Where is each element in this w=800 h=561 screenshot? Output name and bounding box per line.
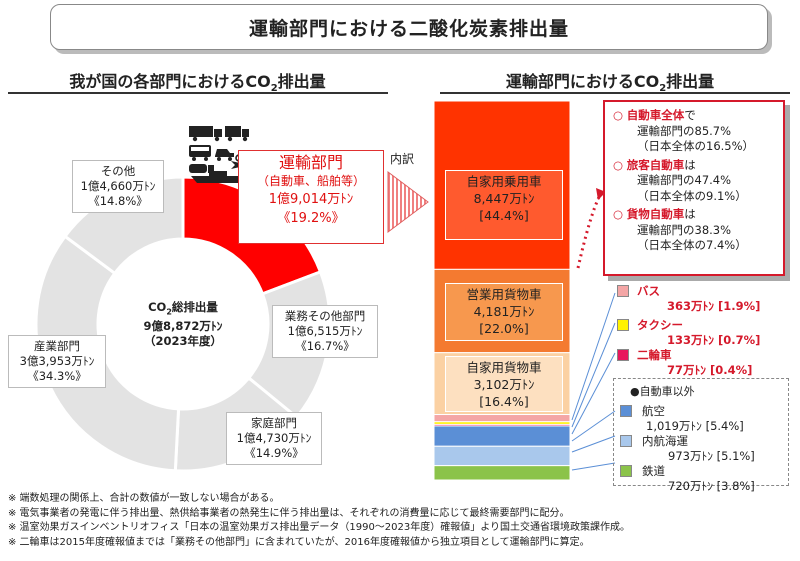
- footnote: ※ 電気事業者の発電に伴う排出量、熱供給事業者の熱発生に伴う排出量は、それぞれの…: [8, 507, 570, 519]
- legend-item-bus: バス 363万ﾄﾝ [1.9%]: [617, 284, 787, 318]
- left-chart-heading: 我が国の各部門におけるCO2排出量: [69, 72, 326, 95]
- callout-arrow: [576, 194, 602, 269]
- donut-center-total: 9億8,872万ﾄﾝ: [143, 319, 223, 334]
- stack-label-commercial-truck: 営業用貨物車 4,181万ﾄﾝ [22.0%]: [445, 283, 563, 341]
- label-business-pct: 《16.7%》: [295, 339, 355, 353]
- right-heading-rule: [440, 92, 790, 94]
- legend-item-taxi: タクシー 133万ﾄﾝ [0.7%]: [617, 318, 787, 348]
- footnote: ※ 温室効果ガスインベントリオフィス「日本の温室効果ガス排出量データ（1990～…: [8, 522, 631, 533]
- label-household: 家庭部門 1億4,730万ﾄﾝ 《14.9%》: [226, 412, 322, 465]
- label-household-pct: 《14.9%》: [244, 446, 304, 460]
- legend-connector: [571, 462, 616, 471]
- legend-item-aviation: 航空 1,019万ﾄﾝ [5.4%]: [620, 404, 782, 434]
- legend-swatch-coastal-shipping: [620, 435, 632, 447]
- stack-label-private-truck: 自家用貨物車 3,102万ﾄﾝ [16.4%]: [445, 356, 563, 412]
- footnote: ※ 二輪車は2015年度確報値までは「業務その他部門」に含まれていたが、2016…: [8, 536, 590, 548]
- bus-icon: [189, 145, 211, 161]
- label-transport-name: 運輸部門: [278, 153, 343, 172]
- stack-label-commercial-truck-value: 4,181万ﾄﾝ: [473, 304, 535, 319]
- callout-vehicle-share: ○ 自動車全体で 運輸部門の85.7% （日本全体の16.5%） ○ 旅客自動車…: [603, 100, 785, 276]
- callout-item-passenger-vehicles: ○ 旅客自動車は 運輸部門の47.4% （日本全体の9.1%）: [613, 157, 747, 203]
- label-business-name: 業務その他部門: [284, 309, 366, 323]
- label-household-value: 1億4,730万ﾄﾝ: [236, 431, 312, 445]
- callout-bullet-icon: ○: [613, 157, 624, 172]
- stack-label-private-truck-value: 3,102万ﾄﾝ: [473, 377, 535, 392]
- stack-segment-railway: [433, 465, 571, 481]
- legend-swatch-aviation: [620, 405, 632, 417]
- footnotes: ※ 端数処理の関係上、合計の数値が一致しない場合がある。 ※ 電気事業者の発電に…: [8, 492, 630, 550]
- label-transport-sub: （自動車、船舶等）: [256, 174, 365, 188]
- label-industry: 産業部門 3億3,953万ﾄﾝ 《34.3%》: [8, 335, 106, 388]
- truck-icon: [189, 126, 222, 142]
- donut-center-year: （2023年度）: [143, 334, 222, 349]
- stack-label-private-truck-pct: [16.4%]: [479, 394, 529, 409]
- donut-center-label: CO2総排出量 9億8,872万ﾄﾝ （2023年度）: [118, 300, 248, 349]
- legend-item-coastal-shipping: 内航海運 973万ﾄﾝ [5.1%]: [620, 434, 782, 464]
- legend-vehicle: バス 363万ﾄﾝ [1.9%] タクシー 133万ﾄﾝ [0.7%] 二輪車 …: [617, 284, 787, 378]
- truck-icon: [225, 126, 249, 142]
- callout-item-all-vehicles: ○ 自動車全体で 運輸部門の85.7% （日本全体の16.5%）: [613, 108, 755, 153]
- stack-label-private-car-name: 自家用乗用車: [466, 174, 542, 189]
- legend-swatch-bus: [617, 285, 629, 297]
- page-title: 運輸部門における二酸化炭素排出量: [50, 4, 768, 50]
- label-transport-pct: 《19.2%》: [277, 211, 345, 226]
- breakdown-label: 内訳: [390, 152, 415, 166]
- stack-label-private-car-value: 8,447万ﾄﾝ: [473, 191, 535, 206]
- train-icon: [189, 164, 214, 173]
- legend-connector: [571, 352, 616, 435]
- breakdown-arrow: [387, 171, 429, 233]
- donut-slice-industry: [34, 234, 181, 473]
- donut-center-title: CO2総排出量: [148, 300, 218, 317]
- label-other-pct: 《14.8%》: [88, 194, 148, 208]
- legend-connector: [571, 292, 616, 421]
- stack-label-private-car: 自家用乗用車 8,447万ﾄﾝ [44.4%]: [445, 170, 563, 240]
- callout-bullet-icon: ○: [613, 207, 624, 221]
- stack-label-commercial-truck-name: 営業用貨物車: [466, 287, 542, 302]
- vehicle-icons: [187, 123, 252, 185]
- label-other-name: その他: [100, 164, 136, 178]
- legend-connector: [571, 322, 616, 428]
- callout-bullet-icon: ○: [613, 108, 624, 122]
- stack-segment-bus: [433, 414, 571, 423]
- legend-swatch-motorcycle: [617, 349, 629, 361]
- label-other: その他 1億4,660万ﾄﾝ 《14.8%》: [72, 160, 164, 213]
- label-transport: 運輸部門 （自動車、船舶等） 1億9,014万ﾄﾝ 《19.2%》: [238, 150, 384, 244]
- stack-label-private-car-pct: [44.4%]: [479, 208, 529, 223]
- car-icon: [215, 149, 234, 161]
- label-industry-name: 産業部門: [34, 339, 80, 353]
- left-heading-rule: [8, 92, 388, 94]
- stack-segment-coastal-shipping: [433, 445, 571, 467]
- legend-non-vehicle-title: ●自動車以外: [630, 385, 695, 398]
- stack-label-private-truck-name: 自家用貨物車: [466, 360, 542, 375]
- legend-non-vehicle: ●自動車以外 航空 1,019万ﾄﾝ [5.4%] 内航海運 973万ﾄﾝ [5…: [613, 378, 789, 493]
- label-business: 業務その他部門 1億6,515万ﾄﾝ 《16.7%》: [272, 305, 378, 358]
- label-business-value: 1億6,515万ﾄﾝ: [287, 324, 363, 338]
- footnote: ※ 端数処理の関係上、合計の数値が一致しない場合がある。: [8, 493, 280, 504]
- chart-decorations: [387, 171, 616, 471]
- legend-item-motorcycle: 二輪車 77万ﾄﾝ [0.4%]: [617, 348, 787, 378]
- label-other-value: 1億4,660万ﾄﾝ: [80, 179, 156, 193]
- callout-item-freight-vehicles: ○ 貨物自動車は 運輸部門の38.3% （日本全体の7.4%）: [613, 207, 747, 252]
- legend-connector: [571, 435, 616, 453]
- right-chart-heading: 運輸部門におけるCO2排出量: [505, 72, 715, 95]
- label-transport-value: 1億9,014万ﾄﾝ: [268, 192, 354, 207]
- legend-item-railway: 鉄道 720万ﾄﾝ [3.8%]: [620, 464, 782, 494]
- legend-swatch-railway: [620, 465, 632, 477]
- ship-icon: [191, 171, 247, 183]
- label-household-name: 家庭部門: [251, 416, 297, 430]
- legend-connector: [571, 410, 616, 442]
- label-industry-pct: 《34.3%》: [27, 369, 87, 383]
- stack-label-commercial-truck-pct: [22.0%]: [479, 321, 529, 336]
- label-industry-value: 3億3,953万ﾄﾝ: [19, 354, 95, 368]
- stack-segment-aviation: [433, 425, 571, 447]
- legend-swatch-taxi: [617, 319, 629, 331]
